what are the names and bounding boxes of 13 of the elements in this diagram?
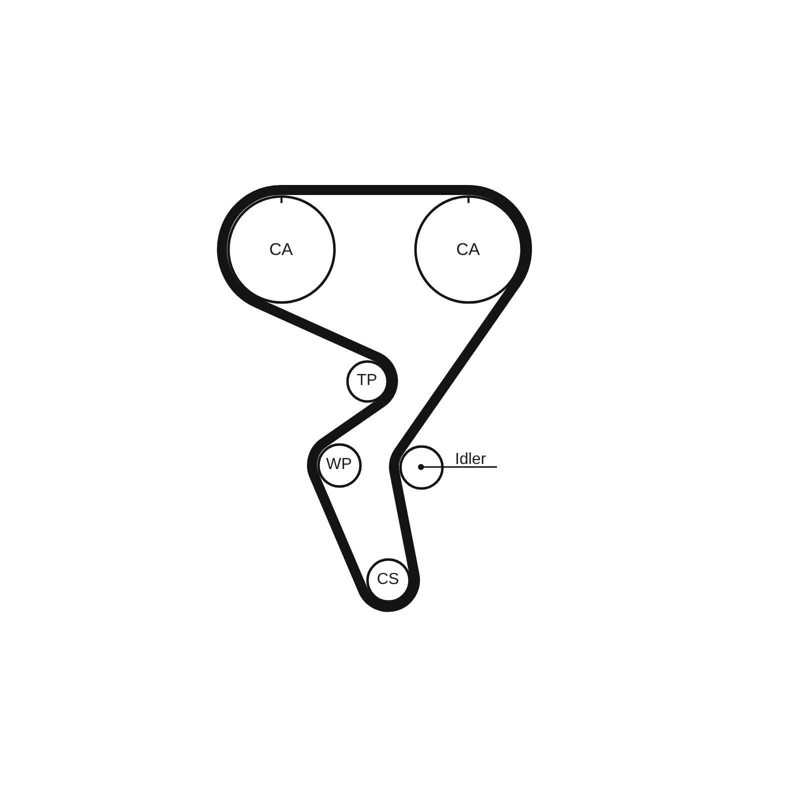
pulley-label: TP [356, 373, 378, 389]
pulley-label: WP [326, 457, 352, 473]
pulley-label: CA [456, 240, 480, 258]
leader-line [418, 464, 497, 470]
pulley [366, 558, 410, 602]
pulley [226, 194, 336, 304]
pulley [316, 442, 362, 488]
pulley-label: CA [269, 240, 293, 258]
pulley-label: CS [376, 572, 400, 588]
pulley [346, 360, 388, 402]
pulley [398, 444, 444, 490]
part-label: Idler [455, 451, 497, 469]
pulley [414, 194, 522, 304]
